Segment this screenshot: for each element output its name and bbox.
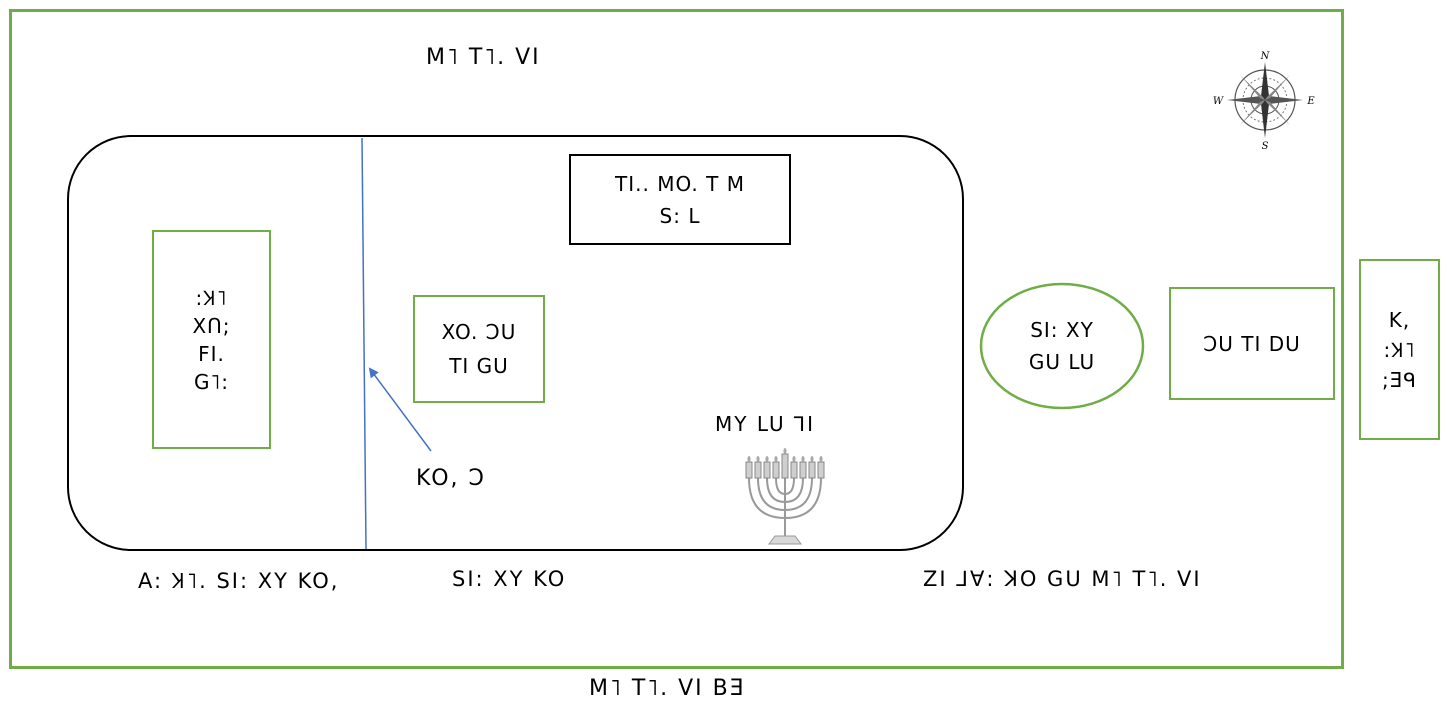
bottom-right-label: ZI ⅃Ɐ: ꓘO GU M˥ T˥. VI	[923, 567, 1202, 591]
inner-room	[67, 135, 964, 551]
right-box-text: ƆU TI DU	[1203, 331, 1301, 356]
bottom-middle-label: SI: XY KO	[452, 567, 567, 591]
right-box: ƆU TI DU	[1169, 287, 1335, 400]
compass-east: E	[1306, 96, 1315, 107]
outer-frame	[9, 9, 1344, 669]
compass-west: W	[1213, 96, 1224, 107]
bottom-label: M˥ T˥. VI BƎ	[589, 676, 746, 701]
compass-rose-icon: N E S W	[1210, 50, 1320, 152]
ellipse-line-2: GU LU	[1028, 350, 1096, 374]
top-box-line-2: S: L	[659, 203, 701, 228]
left-box-line-2: XՈ;	[192, 313, 231, 338]
far-right-box-line-1: K,	[1388, 307, 1411, 332]
center-box-line-1: XO. ƆU	[441, 320, 517, 344]
bottom-left-label: A: Ʞ˥. SI: XY KO,	[138, 569, 340, 593]
pointer-arrow	[368, 367, 432, 452]
left-box-line-3: FI.	[198, 341, 225, 366]
far-right-box-line-3: ;Ǝᑫ	[1382, 367, 1417, 392]
left-box-line-1: :Ʞ˥	[195, 285, 228, 310]
compass-north: N	[1260, 51, 1271, 62]
ellipse-line-1: SI: XY	[1030, 318, 1094, 342]
ellipse-node: SI: XY GU LU	[979, 282, 1145, 410]
divider-line	[361, 137, 367, 550]
top-box-line-1: TI.. MO. T M	[615, 171, 745, 196]
center-box: XO. ƆU TI GU	[413, 295, 545, 403]
center-box-line-2: TI GU	[449, 354, 509, 378]
far-right-box: K, :Ʞ˥ ;Ǝᑫ	[1359, 259, 1440, 440]
top-box: TI.. MO. T M S: L	[569, 154, 791, 245]
compass-south: S	[1262, 141, 1269, 150]
left-box-line-4: G˥:	[193, 369, 230, 394]
arrow-label: KO, Ɔ	[416, 466, 486, 491]
top-label: M˥ T˥. VI	[426, 45, 541, 70]
menorah-label: MY LU ⅂I	[715, 412, 816, 436]
menorah-icon	[735, 448, 835, 548]
left-box: :Ʞ˥ XՈ; FI. G˥:	[152, 230, 271, 449]
far-right-box-line-2: :Ʞ˥	[1383, 337, 1416, 362]
